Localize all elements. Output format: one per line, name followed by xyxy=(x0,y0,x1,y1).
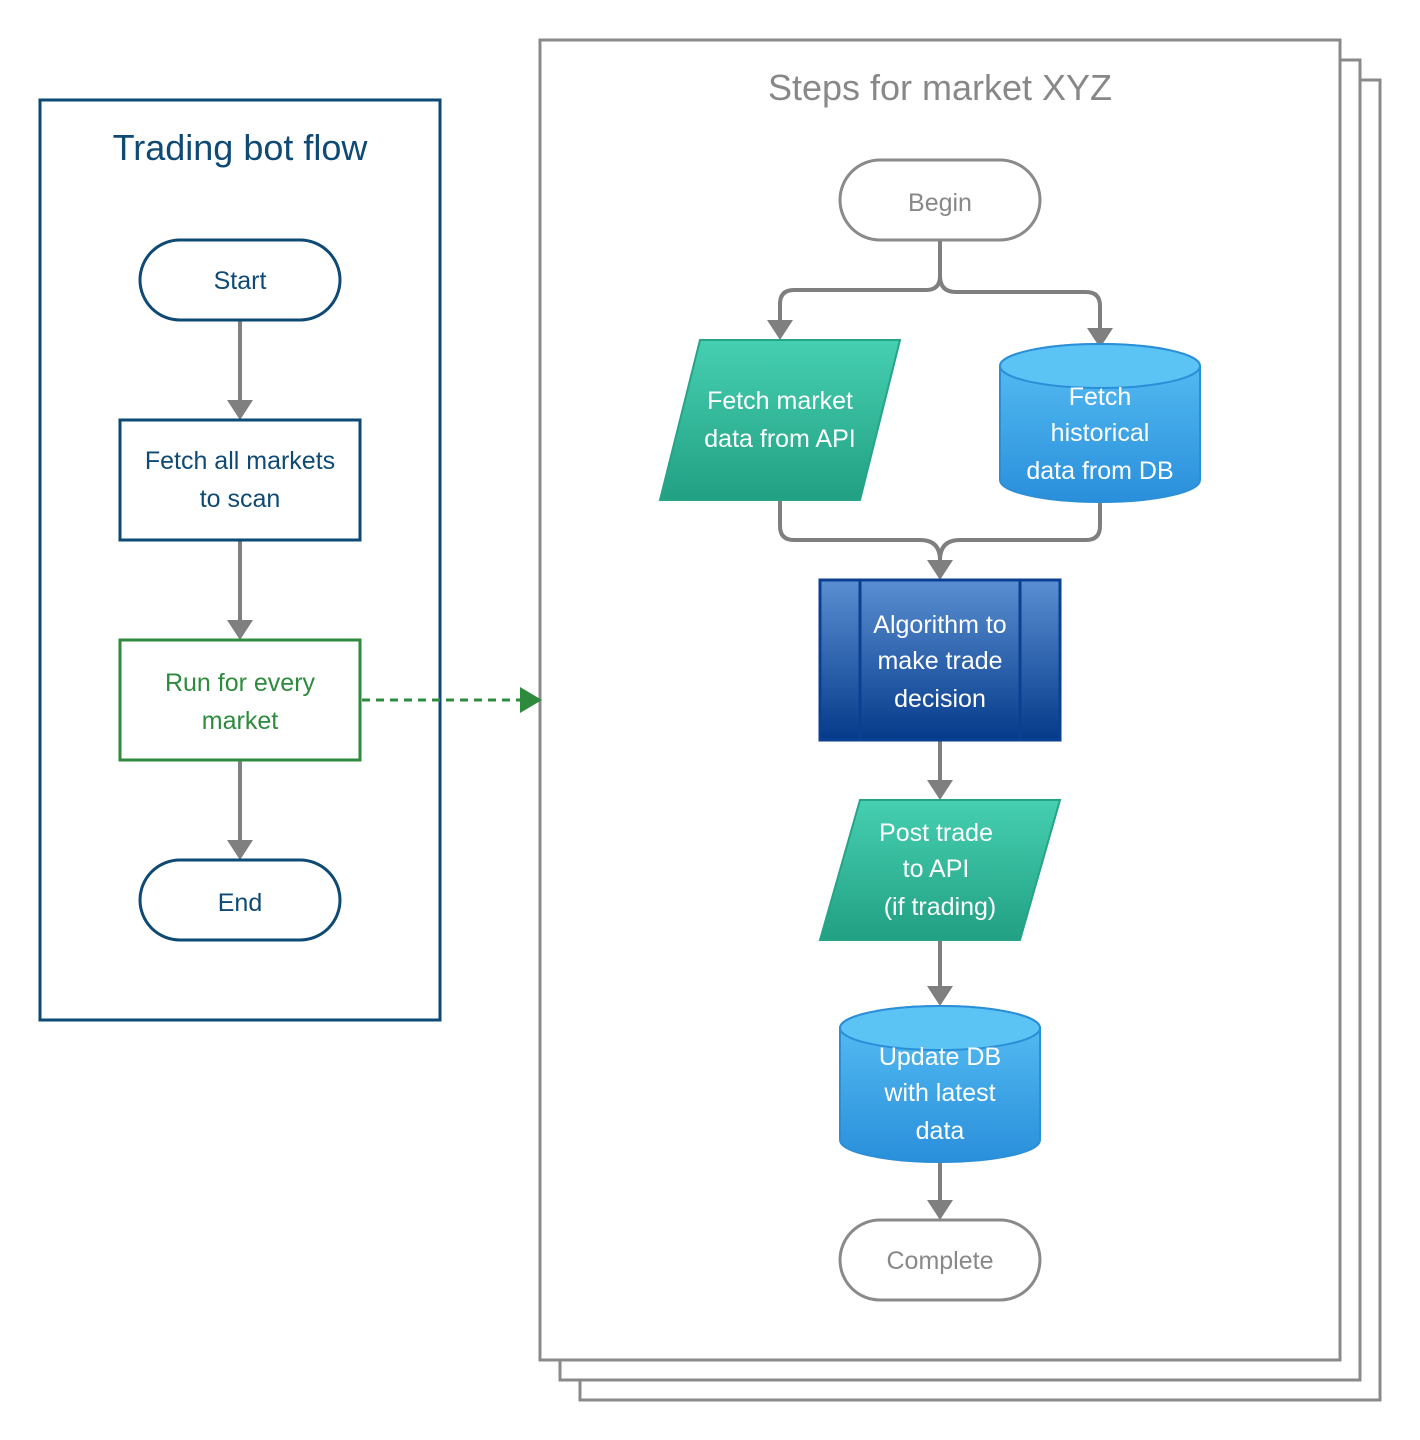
fetch-markets-label-2: to scan xyxy=(200,485,281,513)
end-label: End xyxy=(218,889,262,917)
post-trade-label-3: (if trading) xyxy=(884,893,997,921)
run-every-market-process[interactable]: Run for every market xyxy=(118,638,362,762)
algorithm-label-2: make trade xyxy=(877,647,1002,675)
fetch-api-data-io[interactable]: Fetch market data from API xyxy=(658,339,902,501)
complete-label: Complete xyxy=(887,1247,994,1275)
left-panel-title: Trading bot flow xyxy=(113,127,369,168)
right-connectors xyxy=(778,240,1102,1202)
fetch-db-data-cylinder[interactable]: Fetch historical data from DB xyxy=(999,343,1201,503)
algorithm-predefined-process[interactable]: Algorithm to make trade decision xyxy=(818,578,1062,742)
left-arrowheads xyxy=(227,400,253,860)
update-db-label-1: Update DB xyxy=(879,1043,1001,1071)
run-every-market-label-2: market xyxy=(202,707,278,735)
post-trade-io[interactable]: Post trade to API (if trading) xyxy=(818,799,1062,941)
post-trade-label-2: to API xyxy=(903,855,970,883)
right-arrowheads xyxy=(767,320,1113,1220)
right-panel-title: Steps for market XYZ xyxy=(768,67,1112,108)
fetch-markets-process[interactable]: Fetch all markets to scan xyxy=(118,418,362,542)
post-trade-label-1: Post trade xyxy=(879,819,993,847)
fetch-db-label-3: data from DB xyxy=(1026,457,1173,485)
fetch-db-label-1: Fetch xyxy=(1069,383,1132,411)
end-terminator[interactable]: End xyxy=(138,858,342,942)
begin-label: Begin xyxy=(908,189,972,217)
algorithm-label-1: Algorithm to xyxy=(873,611,1006,639)
update-db-cylinder[interactable]: Update DB with latest data xyxy=(839,1005,1041,1163)
start-terminator[interactable]: Start xyxy=(138,238,342,322)
fetch-api-label-2: data from API xyxy=(704,425,855,453)
run-every-market-label-1: Run for every xyxy=(165,669,316,697)
begin-terminator[interactable]: Begin xyxy=(838,158,1042,242)
dashed-connector-arrowhead xyxy=(520,687,542,713)
update-db-label-2: with latest xyxy=(883,1079,995,1107)
update-db-label-3: data xyxy=(916,1117,965,1145)
algorithm-label-3: decision xyxy=(894,685,986,713)
fetch-api-label-1: Fetch market xyxy=(707,387,853,415)
start-label: Start xyxy=(214,267,267,295)
complete-terminator[interactable]: Complete xyxy=(838,1218,1042,1302)
fetch-db-label-2: historical xyxy=(1051,419,1150,447)
fetch-markets-label-1: Fetch all markets xyxy=(145,447,335,475)
